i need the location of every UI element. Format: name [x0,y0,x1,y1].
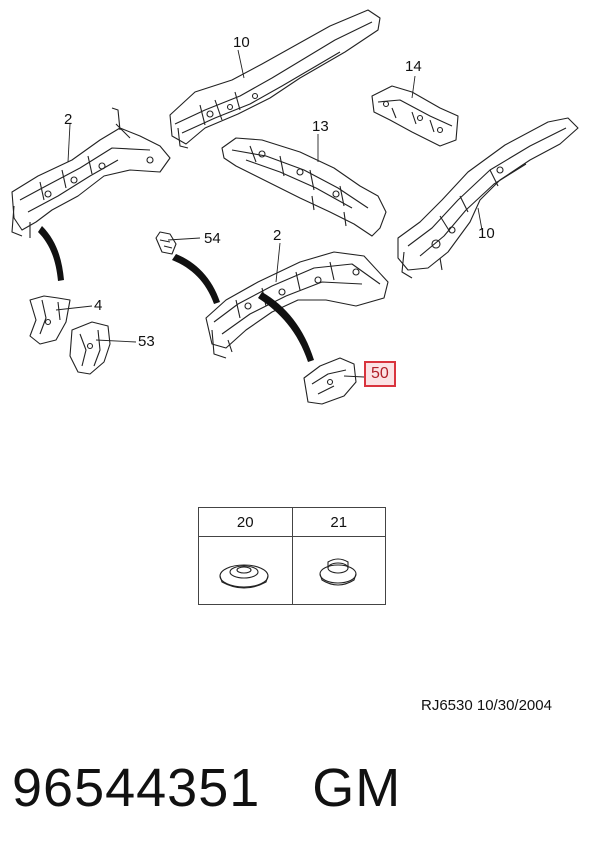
drawing-reference: RJ6530 10/30/2004 [421,697,552,714]
bracket-upper-right-part [371,85,459,147]
part-number-line: 96544351 GM [12,758,401,818]
rail-upper-left-part [169,9,381,149]
callout-50-highlighted[interactable]: 50 [364,361,396,387]
arrow-to-bracket-50 [258,292,314,362]
callout-14: 14 [405,58,422,75]
member-center-part [221,137,387,237]
hardware-col-21: 21 [291,507,386,537]
rail-center-part [205,251,389,359]
hardware-cell-20 [198,536,293,605]
arrow-to-rail-center [172,254,220,304]
rail-left-part [11,107,171,238]
rail-right-part [397,117,579,279]
part-number: 96544351 [12,758,261,818]
callout-10-right: 10 [478,225,495,242]
arrow-to-clip-4 [38,226,64,281]
callout-53: 53 [138,333,155,350]
callout-10-upper: 10 [233,34,250,51]
callout-2-left: 2 [64,111,73,128]
bracket-54-part [155,231,177,255]
callout-2-center: 2 [273,227,282,244]
hardware-cell-21 [291,536,386,605]
callout-54: 54 [204,230,221,247]
callout-13: 13 [312,118,329,135]
clip-4-part [29,295,71,345]
callout-4: 4 [94,297,103,314]
brand: GM [312,758,402,818]
bracket-53-part [69,321,111,375]
bracket-50-part [303,357,357,405]
hardware-table: 20 21 [198,507,386,605]
hardware-col-20: 20 [198,507,293,537]
